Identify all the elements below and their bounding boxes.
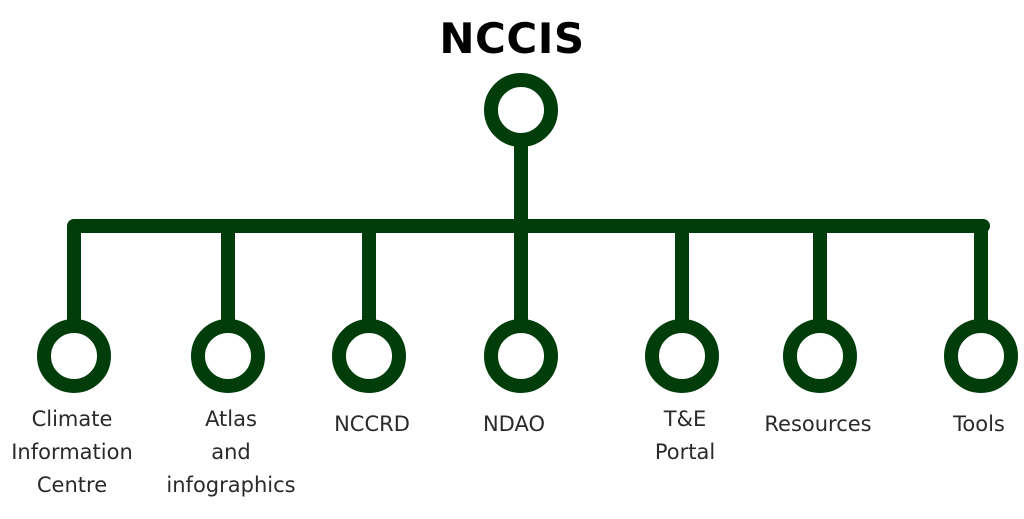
child-node-atlas-and-infographics	[191, 319, 265, 393]
child-node-resources	[783, 319, 857, 393]
child-node-nccrd	[332, 319, 406, 393]
child-label-ndao: NDAO	[482, 412, 546, 436]
child-label-atlas-and-infographics: Atlas and infographics	[166, 407, 296, 497]
root-title: NCCIS	[439, 14, 585, 63]
child-label-nccrd: NCCRD	[334, 412, 410, 436]
child-node-climate-information-centre	[37, 319, 111, 393]
child-label-resources: Resources	[764, 412, 872, 436]
child-label-tools: Tools	[953, 412, 1005, 436]
child-label-climate-information-centre: Climate Information Centre	[11, 407, 133, 497]
child-node-ndao	[484, 319, 558, 393]
child-node-te-portal	[645, 319, 719, 393]
root-node	[484, 73, 558, 147]
child-node-tools	[944, 319, 1018, 393]
child-label-te-portal: T&E Portal	[654, 407, 716, 464]
